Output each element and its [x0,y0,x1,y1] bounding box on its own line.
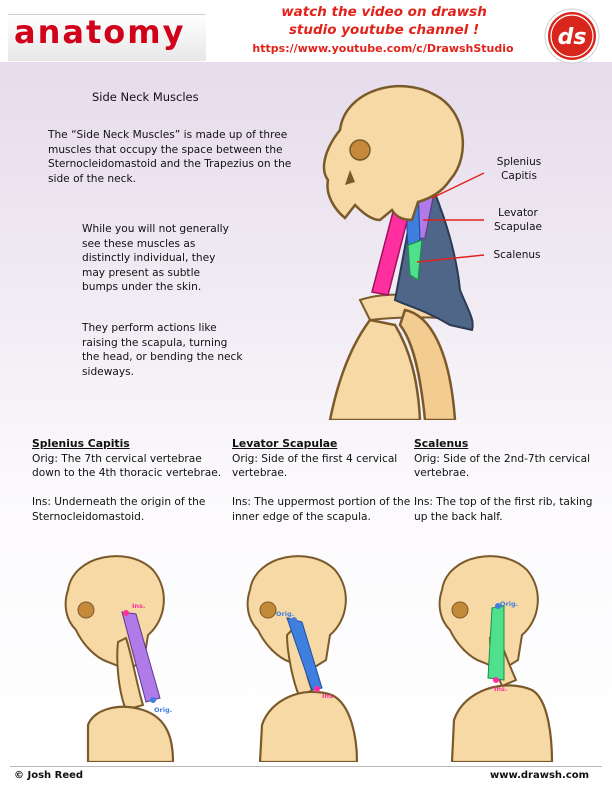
youtube-link[interactable]: https://www.youtube.com/c/DrawshStudio [252,42,514,55]
insertion-point [314,686,320,692]
column-insertion: Ins: The uppermost portion of the inner … [232,496,411,523]
main-neck-illustration [322,85,485,420]
ins-label: Ins. [132,602,145,610]
origin-point [150,697,156,703]
insertion-point [123,610,129,616]
column-splenius: Splenius Capitis Orig: The 7th cervical … [32,437,222,539]
figure-splenius: Ins. Orig. [64,555,175,762]
column-origin: Orig: Side of the 2nd-7th cervical verte… [414,452,591,480]
promo-line-1: watch the video on drawsh [281,4,487,20]
figure-levator: Orig. Ins. [246,555,359,762]
splenius-muscle [121,611,161,703]
callout-splenius: Splenius Capitis [496,156,542,182]
column-title: Scalenus [414,437,469,450]
origin-point [291,617,297,623]
insertion-point [493,677,499,683]
actions-paragraph: They perform actions like raising the sc… [82,322,243,378]
callout-levator: Levator Scapulae [493,207,542,233]
intro-paragraph: The “Side Neck Muscles” is made up of th… [48,129,292,185]
promo-line-2: studio youtube channel ! [288,22,480,38]
levator-muscle [286,617,323,691]
anatomy-logo: anatomy [14,13,186,51]
orig-label: Orig. [500,600,518,608]
callout-scalenus: Scalenus [493,249,541,261]
ins-label: Ins. [494,685,507,693]
skull [438,555,539,672]
logo-box [8,14,206,61]
copyright-text: © Josh Reed [14,770,84,781]
column-insertion: Ins: Underneath the origin of the Sterno… [32,496,206,523]
column-levator: Levator Scapulae Orig: Side of the first… [232,437,412,539]
ins-label: Ins. [322,692,335,700]
scalenus-muscle [407,239,423,282]
visibility-paragraph: While you will not generally see these m… [82,223,229,294]
footer-divider [10,766,602,767]
drawsh-badge-logo[interactable]: ds [544,8,600,64]
column-title: Splenius Capitis [32,437,130,450]
figure-scalenus: Orig. Ins. [438,555,554,762]
column-title: Levator Scapulae [232,437,338,450]
skull [322,85,465,222]
website-link[interactable]: www.drawsh.com [490,770,590,781]
origin-point [495,603,501,609]
column-origin: Orig: Side of the first 4 cervical verte… [232,452,398,480]
column-origin: Orig: The 7th cervical vertebrae down to… [32,452,222,480]
column-scalenus: Scalenus Orig: Side of the 2nd-7th cervi… [414,437,594,539]
badge-text: ds [558,25,587,50]
column-insertion: Ins: The top of the first rib, taking up… [414,496,593,523]
page-title: Side Neck Muscles [92,90,199,104]
orig-label: Orig. [154,706,172,714]
orig-label: Orig. [276,610,294,618]
skull [246,555,347,672]
